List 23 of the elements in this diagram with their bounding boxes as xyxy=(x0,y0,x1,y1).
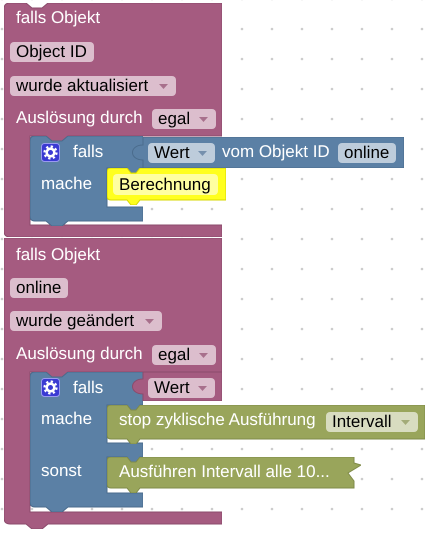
object-field: online xyxy=(10,278,68,298)
dropdown: Intervall xyxy=(326,412,418,432)
block-label: Ausführen Intervall alle 10... xyxy=(119,462,330,482)
block-label: stop zyklische Ausführung xyxy=(119,410,316,430)
block-label: sonst xyxy=(41,461,82,481)
block-label: mache xyxy=(41,409,92,429)
dropdown: wurde aktualisiert xyxy=(10,76,176,96)
dropdown: egal xyxy=(152,109,216,129)
block-label: falls xyxy=(73,142,104,162)
object-field: Object ID xyxy=(10,42,94,62)
block-label: vom Objekt ID xyxy=(222,142,330,162)
dropdown: Wert xyxy=(148,378,215,398)
block-label: falls xyxy=(73,378,104,398)
object-field: online xyxy=(338,143,396,163)
block-label: falls Objekt xyxy=(16,245,100,265)
block-label: falls Objekt xyxy=(16,8,100,28)
block-label: mache xyxy=(41,174,92,194)
dropdown: Wert xyxy=(148,143,215,163)
dropdown: wurde geändert xyxy=(10,311,162,331)
block-label: Auslösung durch xyxy=(16,108,143,128)
block-label: Auslösung durch xyxy=(16,344,143,364)
dropdown: egal xyxy=(152,345,216,365)
function-name-label: Berechnung xyxy=(113,174,218,195)
